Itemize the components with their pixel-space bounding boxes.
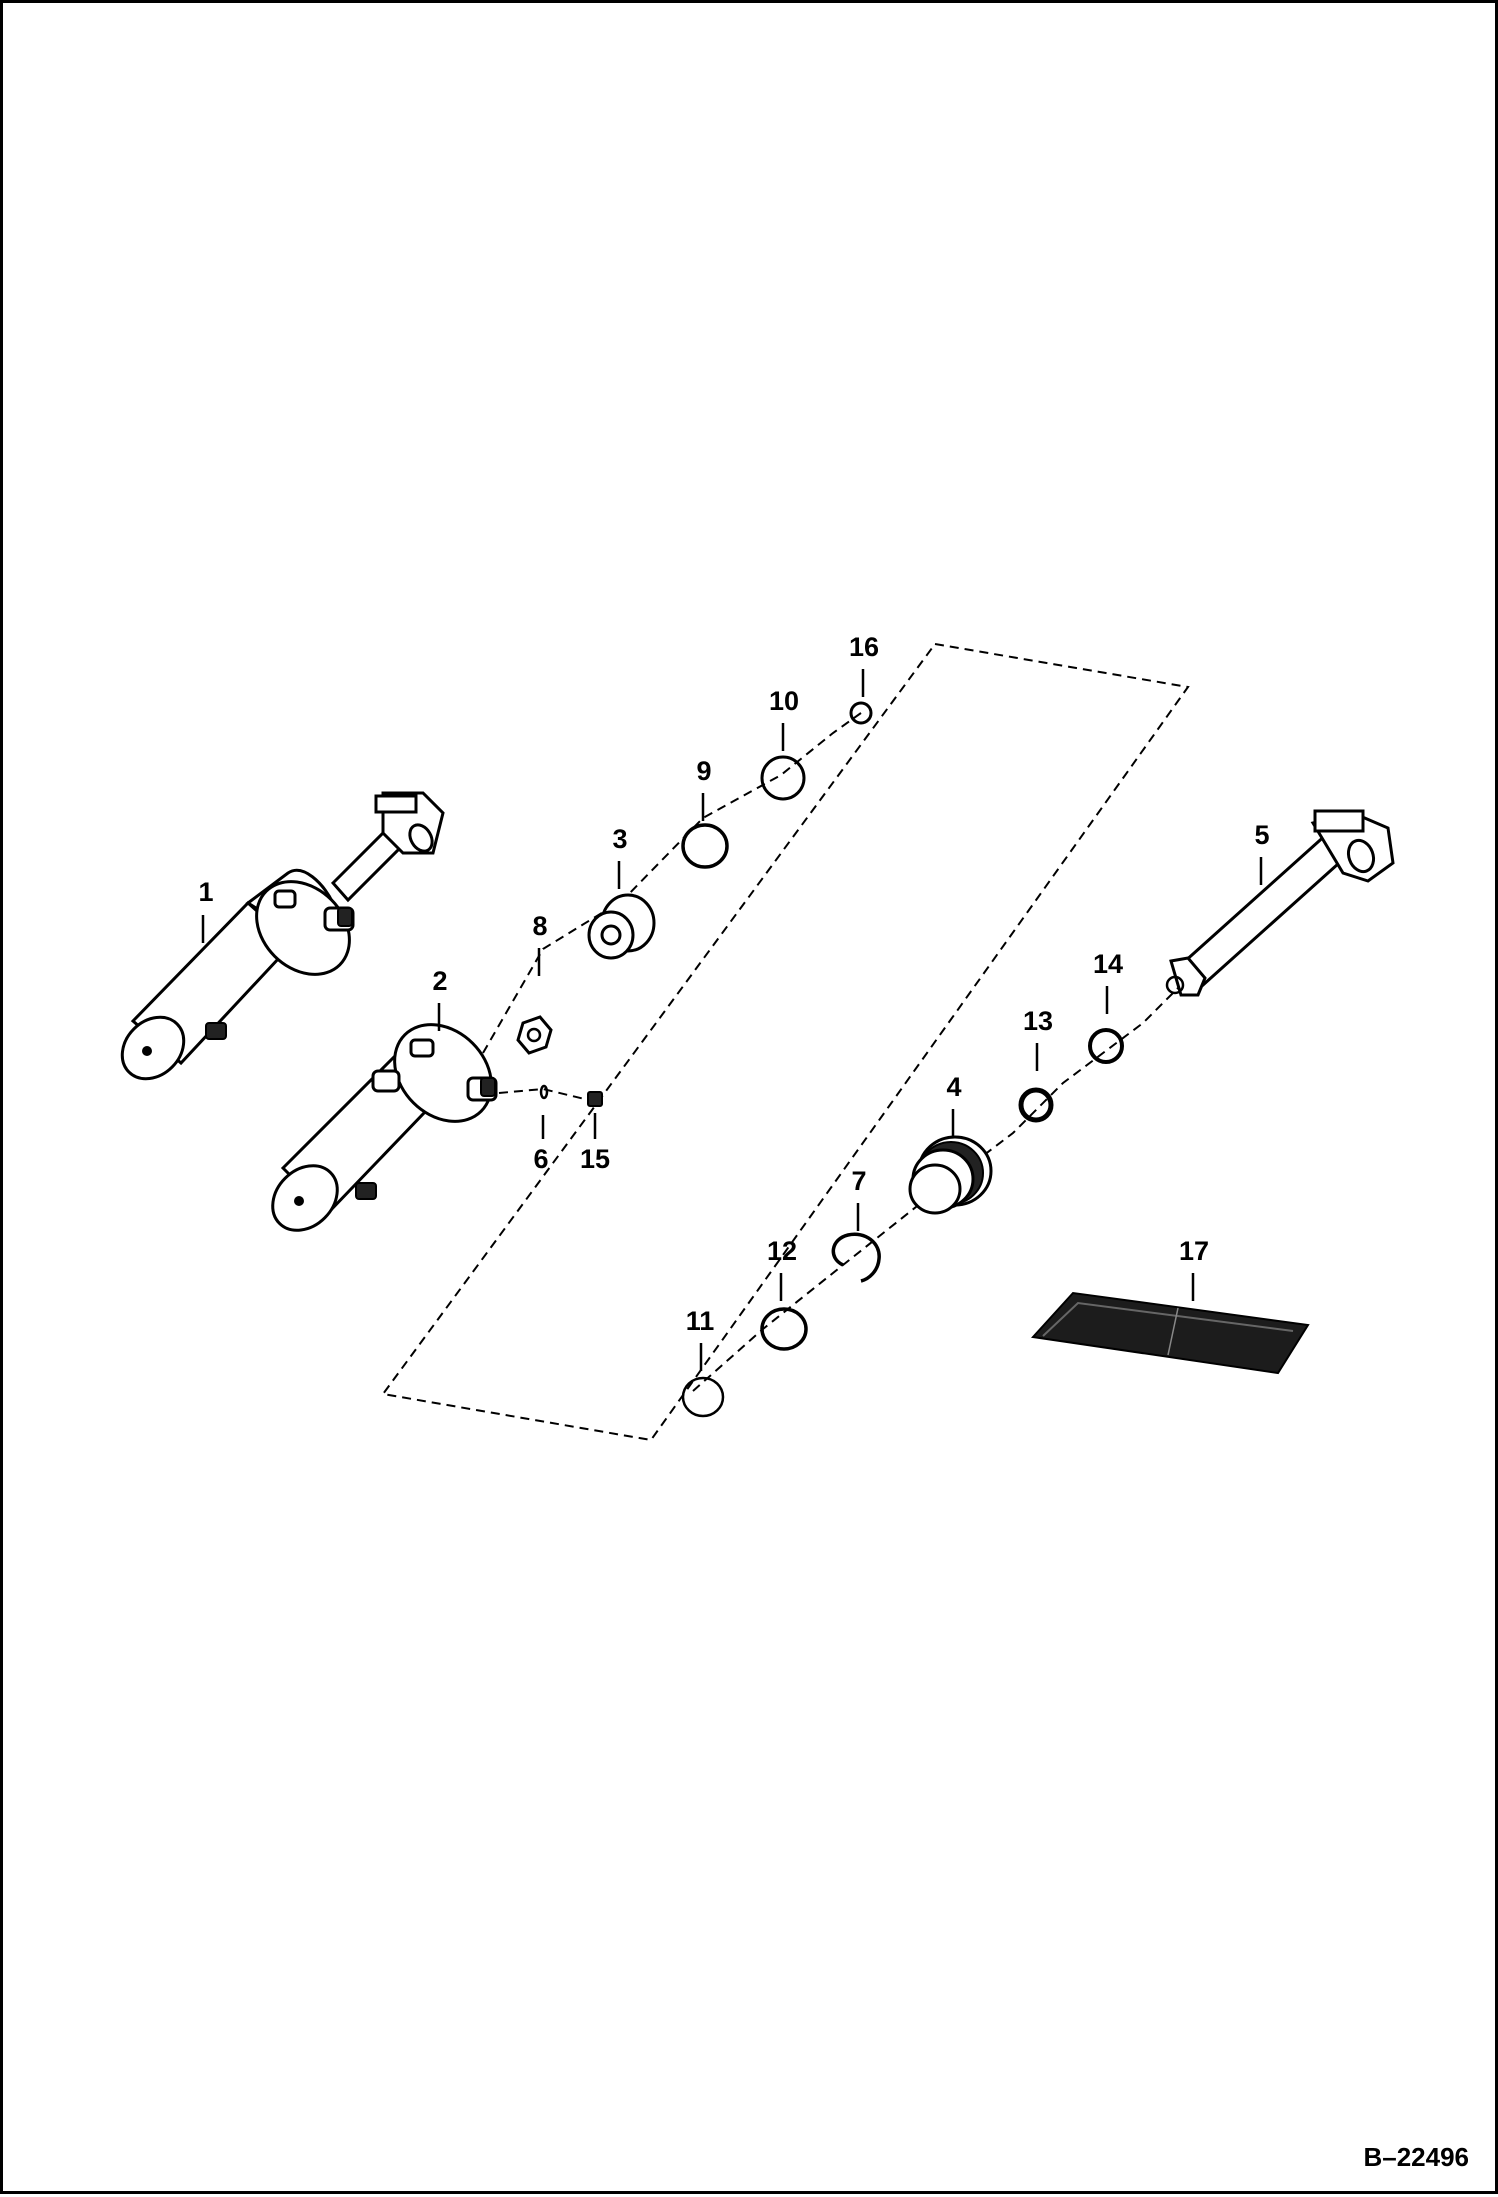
- assembly-line-upper: [482, 712, 862, 1102]
- part-13-o-ring: [1018, 1087, 1054, 1123]
- callout-14: 14: [1093, 949, 1123, 979]
- callout-10: 10: [769, 686, 799, 716]
- callout-13: 13: [1023, 1006, 1053, 1036]
- callout-2: 2: [432, 966, 447, 996]
- callout-1: 1: [198, 877, 213, 907]
- callout-6: 6: [533, 1144, 548, 1174]
- part-14-o-ring: [1088, 1028, 1124, 1064]
- callout-4: 4: [946, 1072, 961, 1102]
- callout-11: 11: [686, 1306, 715, 1336]
- drawing-number: B–22496: [1363, 2142, 1469, 2172]
- part-7-snap-ring: [831, 1232, 881, 1283]
- callout-leaders: [201, 669, 1263, 1371]
- callout-8: 8: [532, 911, 547, 941]
- part-11-o-ring: [681, 1376, 725, 1418]
- callout-5: 5: [1254, 820, 1269, 850]
- callout-12: 12: [767, 1236, 797, 1266]
- part-6-seal: [539, 1084, 549, 1100]
- part-8-nut: [516, 1015, 553, 1055]
- callout-16: 16: [849, 632, 879, 662]
- part-12-o-ring: [760, 1307, 808, 1351]
- part-2-cylinder-barrel: [271, 1023, 498, 1232]
- part-9-o-ring: [681, 823, 729, 869]
- callout-17: 17: [1179, 1236, 1209, 1266]
- callout-7: 7: [851, 1166, 866, 1196]
- callout-3: 3: [612, 824, 627, 854]
- part-16-o-ring: [849, 701, 873, 725]
- callout-9: 9: [696, 756, 711, 786]
- part-10-o-ring: [760, 755, 806, 801]
- callout-numbers: 1 2 3 8 9 10 16 5 14 13 4 6 15 7 12 11 1…: [198, 632, 1269, 1336]
- part-1-cylinder-barrel: [120, 791, 445, 1081]
- seal-kit-boundary: [381, 642, 1190, 1442]
- part-3-gland: [587, 893, 656, 960]
- part-15-fitting: [587, 1091, 603, 1107]
- exploded-parts-diagram: 1 2 3 8 9 10 16 5 14 13 4 6 15 7 12 11 1…: [120, 632, 1395, 1442]
- callout-15: 15: [580, 1144, 610, 1174]
- part-5-rod: [1165, 809, 1395, 997]
- part-4-piston: [908, 1135, 993, 1215]
- part-17-decal-packet: [1030, 1291, 1310, 1375]
